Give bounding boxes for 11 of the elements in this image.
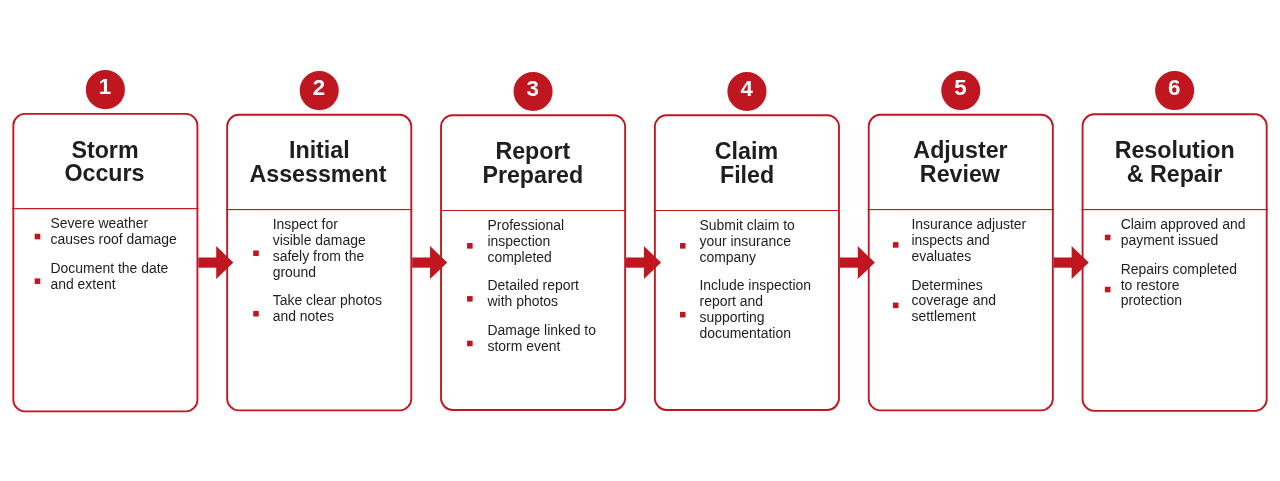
arrow xyxy=(412,246,448,280)
arrow xyxy=(198,246,234,280)
node-circle: 2 xyxy=(296,68,342,113)
node-circle: 3 xyxy=(510,69,556,114)
node-circle: 6 xyxy=(1152,68,1197,113)
arrow xyxy=(1053,246,1089,280)
arrow xyxy=(626,246,662,280)
node-circle: 1 xyxy=(83,67,128,112)
node-circle: 4 xyxy=(724,69,770,114)
node-circle: 5 xyxy=(938,68,984,113)
arrow xyxy=(839,246,875,280)
